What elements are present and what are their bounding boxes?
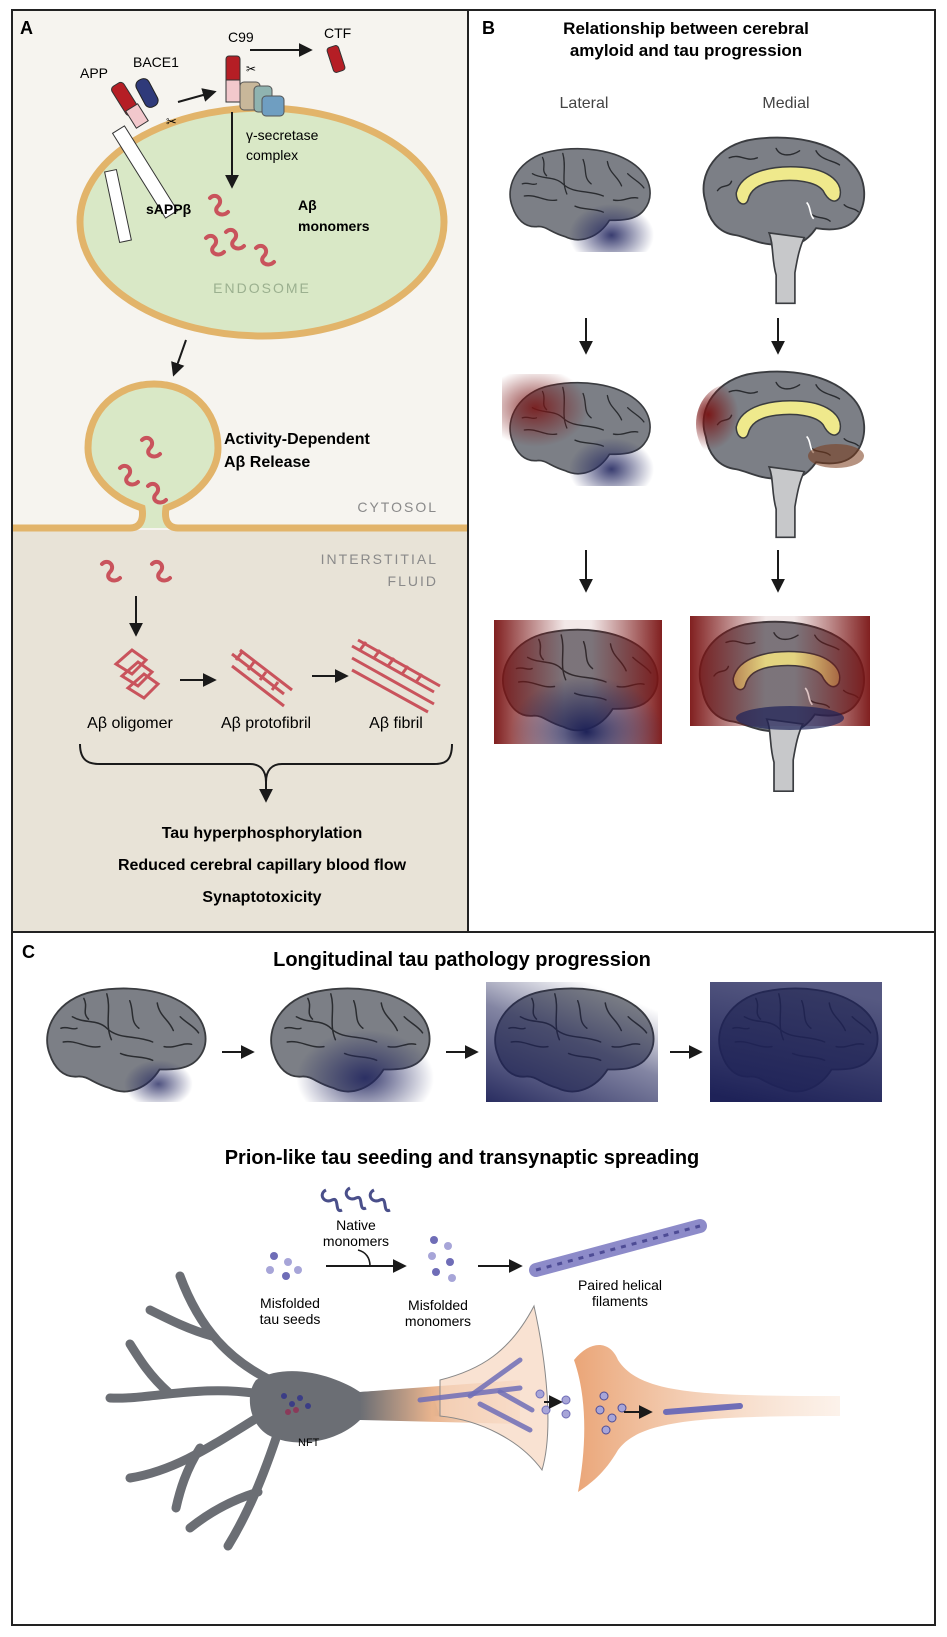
c99-label: C99	[228, 29, 254, 45]
panel-c-letter: C	[22, 942, 35, 962]
endosome-label: ENDOSOME	[213, 280, 311, 296]
gamma-secretase-label: γ-secretase	[246, 127, 319, 143]
abeta-monomers-label: Aβ	[298, 197, 317, 213]
app-label: APP	[80, 65, 108, 81]
released-abeta	[118, 435, 168, 505]
postsynaptic-tau	[595, 1391, 627, 1435]
panel-c: C Longitudinal tau pathology progression…	[11, 931, 936, 1626]
abeta-oligomer-icon	[113, 648, 161, 700]
release-label: Activity-Dependent	[224, 431, 370, 448]
misfolded-monomers-label: Misfolded	[408, 1297, 468, 1313]
sappb-fragment	[104, 168, 132, 244]
panel-a-letter: A	[20, 18, 33, 38]
fibril-label: Aβ fibril	[369, 715, 423, 732]
vesicle-membrane	[13, 380, 468, 532]
paired-helical-filament-icon	[529, 1219, 707, 1277]
oligomer-label: Aβ oligomer	[87, 715, 173, 732]
medial-label: Medial	[762, 95, 809, 112]
scissors-icon: ✂	[166, 114, 177, 129]
panel-c-title: Longitudinal tau pathology progression	[273, 949, 651, 971]
interstitial-background	[13, 530, 468, 932]
sappb-label: sAPPβ	[146, 201, 192, 217]
release-label-2: Aβ Release	[224, 454, 310, 471]
abeta-monomers	[204, 193, 276, 267]
panel-b: B Relationship between cerebral amyloid …	[467, 9, 936, 933]
native-monomers-icon	[320, 1186, 391, 1213]
misfolded-seeds-label-2: tau seeds	[260, 1311, 321, 1327]
native-monomers-label-2: monomers	[323, 1233, 389, 1249]
panel-a: A ✂ APP BACE1 sAPPβ C99 ✂ γ-secretase co…	[11, 9, 469, 933]
phf-label: Paired helical	[578, 1277, 662, 1293]
released-seeds	[535, 1389, 571, 1419]
bace1-label: BACE1	[133, 54, 179, 70]
postsynaptic-filament	[663, 1403, 743, 1415]
abeta-protofibril-icon	[231, 648, 293, 708]
ctf-fragment	[326, 45, 346, 73]
postsynaptic-neuron	[574, 1345, 840, 1492]
cytosol-label: CYTOSOL	[357, 499, 438, 515]
nft-tangle	[281, 1393, 311, 1415]
app-to-c99-arrow	[177, 88, 217, 103]
endosome-to-vesicle-arrow	[171, 339, 187, 377]
effect-synaptotoxicity: Synaptotoxicity	[202, 889, 321, 906]
abeta-monomers-label-2: monomers	[298, 218, 370, 234]
panel-b-title: Relationship between cerebral	[563, 19, 809, 38]
misfolded-seeds-label: Misfolded	[260, 1295, 320, 1311]
interstitial-label: INTERSTITIAL	[321, 551, 438, 567]
panel-b-title-2: amyloid and tau progression	[570, 41, 802, 60]
misfolded-monomers-label-2: monomers	[405, 1313, 471, 1329]
phf-label-2: filaments	[592, 1293, 648, 1309]
bace1-enzyme	[135, 78, 159, 108]
abeta-fibril-icon	[351, 638, 441, 714]
misfolded-monomers-icon	[428, 1236, 456, 1282]
ctf-label: CTF	[324, 25, 351, 41]
misfolded-seeds-icon	[266, 1252, 302, 1280]
panel-b-letter: B	[482, 18, 495, 38]
native-monomers-label: Native	[336, 1217, 376, 1233]
nft-label: NFT	[298, 1437, 320, 1449]
effect-tau: Tau hyperphosphorylation	[162, 825, 363, 842]
lateral-label: Lateral	[560, 95, 609, 112]
axon-filaments	[417, 1357, 535, 1433]
app-protein	[111, 81, 179, 219]
scissors-icon-2: ✂	[246, 62, 256, 76]
interstitial-label-2: FLUID	[388, 573, 438, 589]
effect-blood-flow: Reduced cerebral capillary blood flow	[118, 857, 407, 874]
protofibril-label: Aβ protofibril	[221, 715, 311, 732]
gamma-secretase-complex	[239, 81, 285, 117]
extracellular-abeta	[100, 559, 172, 583]
panel-c-subtitle: Prion-like tau seeding and transynaptic …	[225, 1147, 700, 1169]
gamma-secretase-label-2: complex	[246, 147, 298, 163]
